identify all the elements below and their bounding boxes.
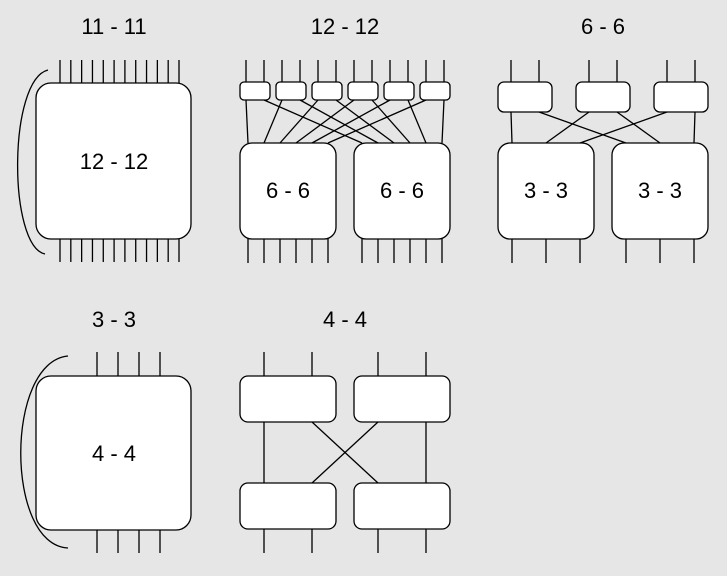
large-block xyxy=(239,142,337,240)
interconnect-line xyxy=(510,111,513,144)
blocks xyxy=(497,81,709,240)
pin-lines xyxy=(59,60,180,262)
small-block xyxy=(275,81,307,101)
interconnect-line xyxy=(441,99,445,144)
large-block xyxy=(611,142,709,240)
small-block xyxy=(347,81,379,101)
interconnect-line xyxy=(295,99,355,144)
feedback-loop xyxy=(20,355,69,549)
feedback-loop xyxy=(16,69,49,255)
diagram-title: 3 - 3 xyxy=(92,307,136,332)
inner-block-label: 4 - 4 xyxy=(92,441,136,466)
small-block xyxy=(653,81,709,113)
diagram-loop-3: 3 - 3 4 - 4 xyxy=(20,307,192,553)
small-block xyxy=(239,81,271,101)
small-block xyxy=(419,81,451,101)
interconnect-line xyxy=(263,99,283,144)
diagram-title: 4 - 4 xyxy=(323,307,367,332)
inner-block xyxy=(35,82,192,240)
diagram-split-6: 6 - 6 3 - 3 3 - 3 xyxy=(497,14,709,263)
connection-lines xyxy=(245,60,445,263)
interconnect-line xyxy=(311,99,391,144)
bottom-block xyxy=(353,482,451,530)
connection-lines xyxy=(510,60,696,263)
interconnect-line xyxy=(335,99,395,144)
inner-block xyxy=(35,375,192,531)
interconnect-line xyxy=(579,111,668,144)
block-label-left: 3 - 3 xyxy=(524,178,568,203)
diagram-title: 11 - 11 xyxy=(81,14,146,39)
interconnect-line xyxy=(538,111,627,144)
diagram-cross-4: 4 - 4 xyxy=(239,307,451,553)
inner-block-label: 12 - 12 xyxy=(80,149,149,174)
connection-lines xyxy=(263,352,427,553)
diagram-split-12: 12 - 12 6 - 6 6 - 6 xyxy=(239,14,451,263)
blocks xyxy=(239,375,451,530)
diagram-loop-11: 11 - 11 12 - 12 xyxy=(16,14,192,262)
interconnect-line xyxy=(545,111,590,144)
small-block xyxy=(383,81,415,101)
top-block xyxy=(239,375,337,423)
block-label-right: 3 - 3 xyxy=(638,178,682,203)
diagram-title: 12 - 12 xyxy=(311,14,380,39)
small-block xyxy=(575,81,631,113)
pin-lines xyxy=(96,352,161,553)
large-block xyxy=(497,142,595,240)
block-label-right: 6 - 6 xyxy=(380,178,424,203)
small-block xyxy=(497,81,553,113)
interconnect-line xyxy=(327,99,427,144)
interconnect-line xyxy=(299,99,379,144)
interconnect-line xyxy=(245,99,249,144)
interconnect-line xyxy=(279,99,319,144)
block-label-left: 6 - 6 xyxy=(266,178,310,203)
top-block xyxy=(353,375,451,423)
bottom-block xyxy=(239,482,337,530)
interconnect-line xyxy=(616,111,661,144)
large-block xyxy=(353,142,451,240)
interconnect-line xyxy=(693,111,696,144)
interconnect-line xyxy=(311,421,379,484)
diagram-title: 6 - 6 xyxy=(581,14,625,39)
small-block xyxy=(311,81,343,101)
blocks xyxy=(239,81,451,240)
